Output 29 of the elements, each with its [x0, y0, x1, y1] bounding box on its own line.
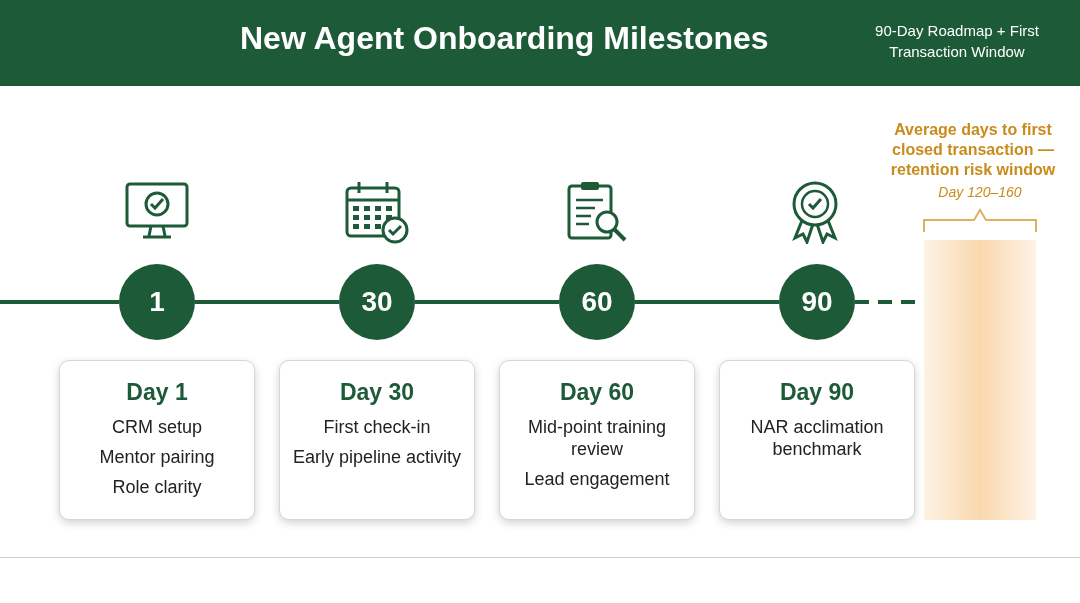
card-item: First check-in: [322, 416, 432, 438]
timeline-line: [415, 300, 559, 304]
timeline-line: [0, 300, 119, 304]
title: New Agent Onboarding Milestones: [240, 20, 769, 57]
card-item: NAR acclimation benchmark: [749, 416, 885, 460]
card-item: Early pipeline activity: [291, 446, 463, 468]
card-heading: Day 90: [778, 379, 856, 406]
milestone-circle: 60: [559, 264, 635, 340]
card-item: Mid-point training review: [526, 416, 668, 460]
milestone-card: [59, 360, 255, 520]
milestone-circle: 30: [339, 264, 415, 340]
milestone-card: [279, 360, 475, 520]
milestone-circle: 90: [779, 264, 855, 340]
window-heading: Average days to first closed transaction — retention risk window: [889, 120, 1057, 180]
window-range: Day 120–160: [937, 184, 1023, 200]
card-item: Lead engagement: [523, 468, 671, 490]
timeline-line: [635, 300, 779, 304]
milestone-card: [719, 360, 915, 520]
card-heading: Day 60: [558, 379, 636, 406]
card-heading: Day 1: [125, 379, 189, 406]
milestone-circle: 1: [119, 264, 195, 340]
risk-window-band: [924, 240, 1036, 520]
card-item: CRM setup: [111, 416, 203, 438]
timeline-line: [195, 300, 339, 304]
card-item: Mentor pairing: [98, 446, 216, 468]
subtitle: 90-Day Roadmap + First Transaction Window: [874, 21, 1040, 62]
card-item: Role clarity: [111, 476, 203, 498]
card-heading: Day 30: [338, 379, 416, 406]
milestone-card: [499, 360, 695, 520]
